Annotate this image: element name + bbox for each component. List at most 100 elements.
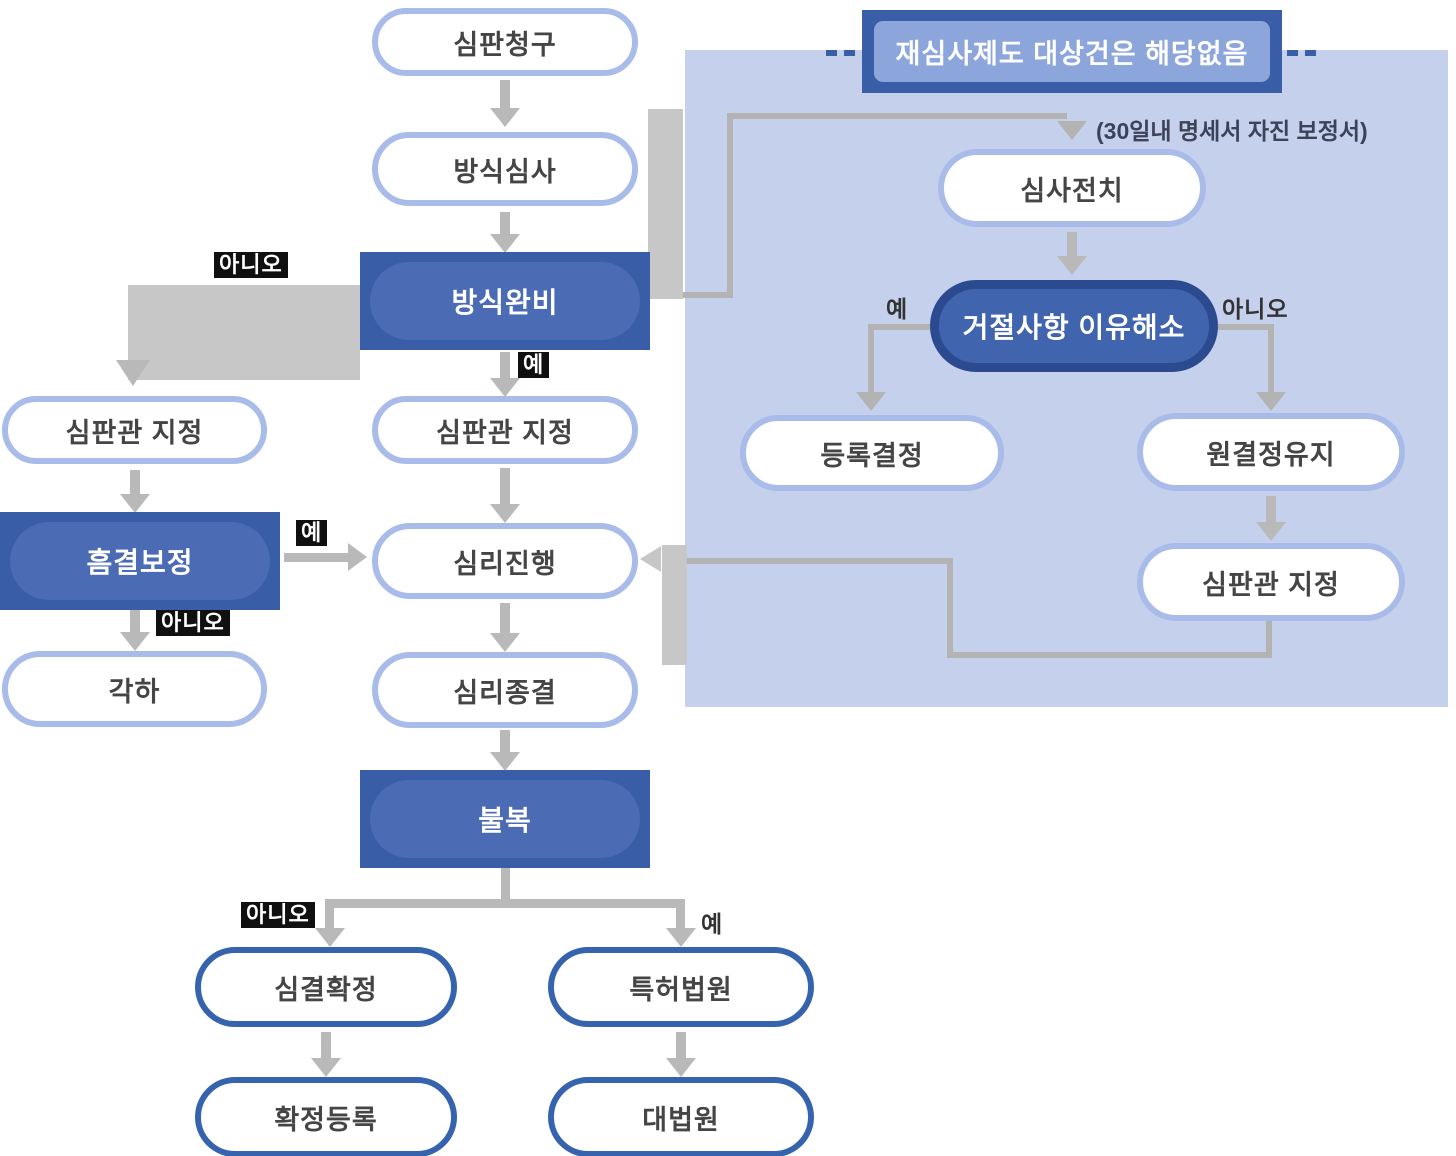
elbow-yes-h <box>868 324 930 330</box>
node-dismissal: 각하 <box>2 651 267 727</box>
elbow-no-h <box>1218 324 1274 330</box>
arrow-request-exam-head <box>490 108 520 127</box>
label-yes-resolve: 예 <box>886 296 909 322</box>
label-no-formality: 아니오 <box>214 252 288 278</box>
elbow-return-v2 <box>947 558 953 658</box>
header-dash-left-1 <box>826 50 837 56</box>
node-judge-assign-right-label: 심판관 지정 <box>1202 569 1340 600</box>
arrow-close-appeal-head <box>490 752 520 771</box>
band-left-arrowhead <box>116 360 150 386</box>
node-pre-exam: 심사전치 <box>938 149 1206 227</box>
elbow-return-h2 <box>687 558 947 564</box>
node-original-decision-kept: 원결정유지 <box>1137 413 1405 491</box>
arrow-kept-judge-shaft <box>1266 496 1276 522</box>
appeal-split-right-head <box>666 928 696 947</box>
node-patent-court-label: 특허법원 <box>629 974 733 1005</box>
node-dismissal-label: 각하 <box>108 676 161 707</box>
label-yes-formality: 예 <box>518 352 550 378</box>
node-rejection-resolved-label: 거절사항 이유해소 <box>962 312 1186 343</box>
appeal-split-bar <box>325 899 685 908</box>
label-yes-defect: 예 <box>296 520 328 546</box>
node-appeal: 불복 <box>360 770 650 868</box>
header-dash-right-2 <box>1305 50 1316 56</box>
node-judge-assign-left: 심판관 지정 <box>2 396 267 464</box>
appeal-split-stem <box>501 868 510 902</box>
elbow-yes-v <box>868 324 874 392</box>
elbow-yes-head <box>856 392 886 411</box>
elbow-no-head <box>1256 392 1286 411</box>
arrow-complete-judge-head <box>490 378 520 397</box>
arrow-patent-supreme-head <box>666 1058 696 1077</box>
appeal-split-right-shaft <box>676 899 685 928</box>
node-trial-proceed: 심리진행 <box>372 523 638 599</box>
node-final-registration: 확정등록 <box>195 1077 457 1156</box>
arrow-leftjudge-defect-head <box>120 494 150 513</box>
elbow-no-v <box>1268 324 1274 392</box>
arrow-defect-proceed-shaft <box>284 553 348 562</box>
node-final-registration-label: 확정등록 <box>274 1104 378 1135</box>
node-original-decision-kept-label: 원결정유지 <box>1206 439 1336 470</box>
elbow-to-preexam-arrowhead <box>1057 121 1087 140</box>
node-judge-assign-right: 심판관 지정 <box>1137 543 1405 621</box>
label-yes-appeal: 예 <box>701 911 724 937</box>
node-decision-final-label: 심결확정 <box>274 974 378 1005</box>
node-rejection-resolved: 거절사항 이유해소 <box>930 280 1218 372</box>
elbow-return-h1 <box>947 652 1272 658</box>
label-no-defect: 아니오 <box>156 610 230 636</box>
node-trial-close-label: 심리종결 <box>453 677 557 708</box>
arrow-decision-reg-head <box>311 1058 341 1077</box>
node-defect-correction-label: 흠결보정 <box>10 522 270 600</box>
node-trial-request-label: 심판청구 <box>453 29 557 60</box>
arrow-close-appeal-shaft <box>500 730 510 752</box>
node-registration-decision: 등록결정 <box>740 415 1004 491</box>
elbow-to-preexam-h2 <box>727 113 1067 119</box>
arrow-request-exam-shaft <box>500 80 510 108</box>
band-return-to-proceed <box>662 545 687 665</box>
label-no-appeal: 아니오 <box>241 902 315 928</box>
band-formality-to-left <box>128 285 360 380</box>
node-formality-complete-label: 방식완비 <box>370 262 640 340</box>
arrow-patent-supreme-shaft <box>676 1032 686 1058</box>
band-formality-to-panel <box>648 109 683 299</box>
node-appeal-label: 불복 <box>370 780 640 858</box>
node-trial-request: 심판청구 <box>372 8 638 76</box>
arrow-preexam-resolve-head <box>1057 256 1087 275</box>
arrow-defect-dismiss-head <box>120 632 150 651</box>
arrow-defect-proceed-head <box>348 543 367 571</box>
arrow-defect-dismiss-shaft <box>130 610 140 632</box>
appeal-split-left-head <box>315 928 345 947</box>
arrow-exam-complete-head <box>490 234 520 253</box>
reexam-panel-title: 재심사제도 대상건은 해당없음 <box>874 21 1270 82</box>
elbow-to-preexam-v <box>727 113 733 298</box>
arrow-proceed-close-head <box>490 633 520 652</box>
node-defect-correction: 흠결보정 <box>0 512 280 610</box>
node-trial-proceed-label: 심리진행 <box>453 548 557 579</box>
node-supreme-court: 대법원 <box>548 1077 814 1156</box>
appeal-split-left-shaft <box>325 899 334 928</box>
arrow-preexam-resolve-shaft <box>1067 232 1077 256</box>
elbow-return-v1 <box>1266 618 1272 658</box>
arrow-judge-proceed-head <box>490 504 520 523</box>
arrow-complete-judge-shaft <box>500 352 510 378</box>
node-registration-decision-label: 등록결정 <box>820 440 924 471</box>
arrow-judge-proceed-shaft <box>500 468 510 504</box>
node-supreme-court-label: 대법원 <box>642 1104 720 1135</box>
reexam-panel-header: 재심사제도 대상건은 해당없음 <box>862 10 1282 93</box>
node-formality-exam: 방식심사 <box>372 132 638 206</box>
node-trial-close: 심리종결 <box>372 652 638 728</box>
header-dash-left-2 <box>844 50 855 56</box>
panel-note: (30일내 명세서 자진 보정서) <box>1096 118 1368 144</box>
header-dash-right-1 <box>1287 50 1298 56</box>
node-pre-exam-label: 심사전치 <box>1020 175 1124 206</box>
arrow-leftjudge-defect-shaft <box>130 470 140 494</box>
arrow-decision-reg-shaft <box>321 1032 331 1058</box>
node-judge-assign-center-label: 심판관 지정 <box>436 417 574 448</box>
node-judge-assign-left-label: 심판관 지정 <box>65 417 204 448</box>
node-decision-final: 심결확정 <box>195 947 457 1027</box>
node-judge-assign-center: 심판관 지정 <box>372 396 638 464</box>
label-no-resolve: 아니오 <box>1222 296 1289 322</box>
node-formality-complete: 방식완비 <box>360 252 650 350</box>
arrow-proceed-close-shaft <box>500 603 510 633</box>
arrow-exam-complete-shaft <box>500 212 510 234</box>
